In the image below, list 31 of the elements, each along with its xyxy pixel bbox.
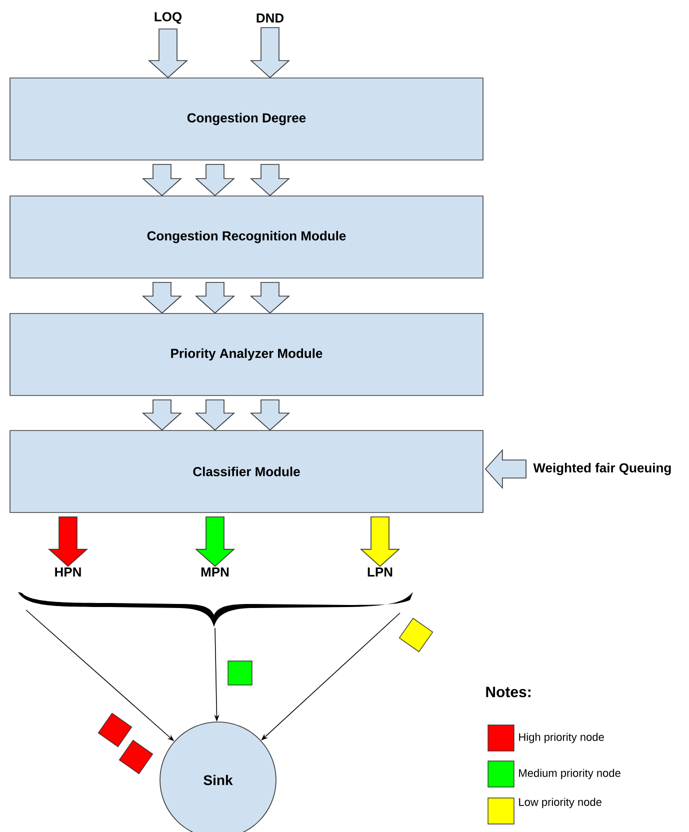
block-arrow <box>250 164 290 196</box>
process-box: Classifier Module <box>10 430 484 513</box>
node-label: Weighted fair Queuing <box>533 462 671 476</box>
legend-label: Medium priority node <box>519 768 620 780</box>
arrow <box>261 612 400 740</box>
block-arrow <box>484 448 526 490</box>
block-arrow <box>194 164 236 196</box>
block-arrow <box>48 516 88 567</box>
node-label: DND <box>256 14 284 22</box>
block-arrow <box>250 27 290 78</box>
node-label: MPN <box>201 568 229 576</box>
node-label: LOQ <box>154 12 182 24</box>
block-arrow <box>360 516 400 567</box>
notes-heading: Notes: <box>486 686 530 698</box>
process-box: Priority Analyzer Module <box>10 313 484 396</box>
block-arrow <box>148 28 188 78</box>
brace-symbol <box>18 592 413 627</box>
legend-label: High priority node <box>519 732 604 744</box>
process-box: Congestion Recognition Module <box>10 196 484 278</box>
block-arrow <box>142 282 182 314</box>
block-arrow <box>142 400 182 431</box>
block-arrow <box>194 516 236 567</box>
block-arrow <box>250 282 290 314</box>
node-label: LPN <box>368 568 392 576</box>
process-box: Congestion Degree <box>10 78 484 160</box>
block-arrow <box>194 282 236 314</box>
block-arrow <box>194 400 236 431</box>
block-arrow <box>250 400 290 431</box>
node-label: HPN <box>55 568 81 576</box>
legend-label: Low priority node <box>519 798 602 808</box>
block-arrow <box>142 164 182 196</box>
